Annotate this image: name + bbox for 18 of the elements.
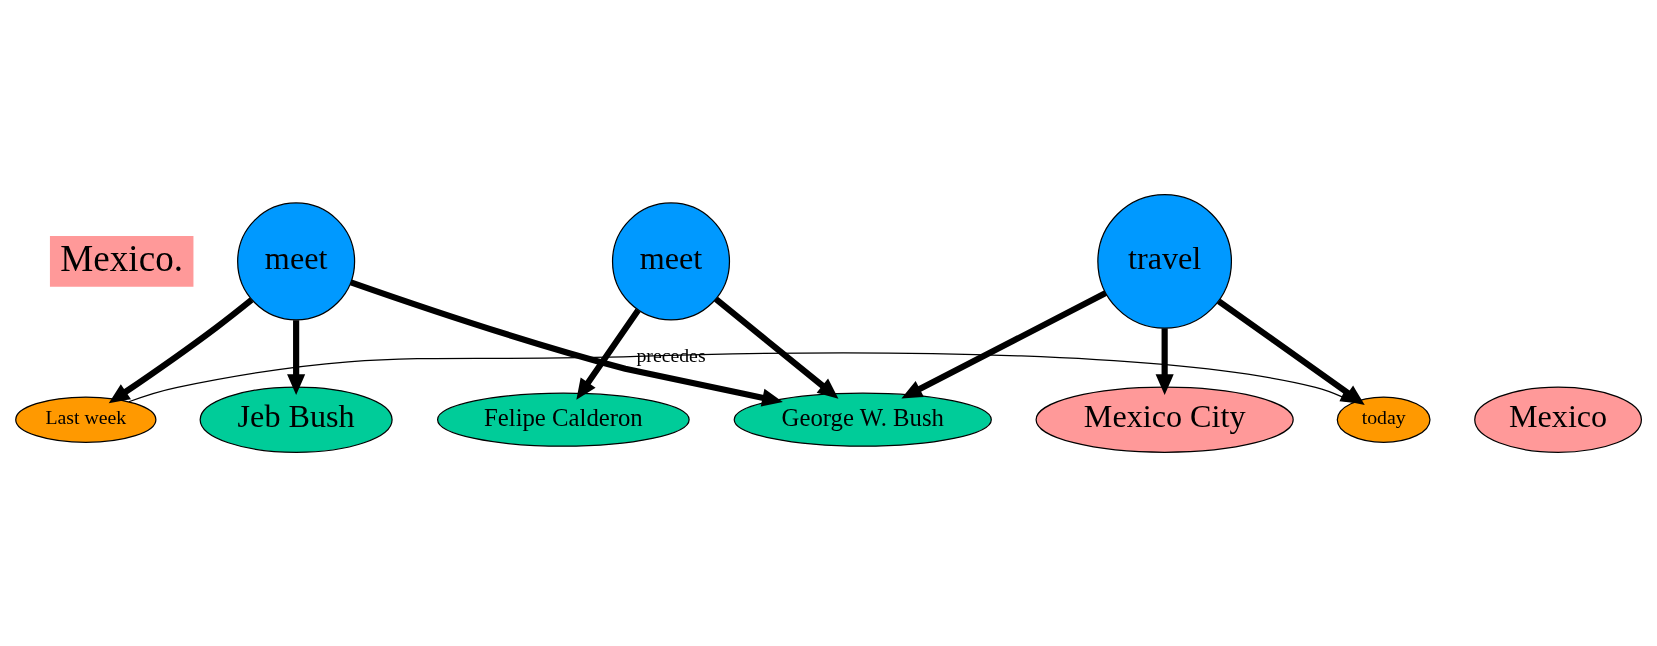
node-circle: meet: [237, 201, 356, 320]
node-ellipse: Last week: [15, 395, 157, 443]
node-ellipse: Mexico City: [1035, 386, 1294, 453]
node-ellipse: Jeb Bush: [199, 386, 393, 453]
arrow: [108, 296, 254, 403]
node-ellipse: George W. Bush: [733, 392, 992, 447]
arrow: [901, 289, 1108, 398]
node-ellipse: today: [1336, 395, 1431, 443]
arrow: [1155, 327, 1174, 395]
node-circle: travel: [1097, 193, 1233, 329]
arrow: [714, 296, 839, 399]
node-ellipse: Mexico: [1474, 386, 1642, 453]
arrow: [576, 308, 641, 400]
arrow: [287, 319, 306, 395]
node-circle: meet: [611, 201, 731, 320]
arrow: [349, 278, 783, 407]
label: Mexico.: [60, 237, 184, 279]
node-ellipse: Felipe Calderon: [437, 392, 690, 447]
